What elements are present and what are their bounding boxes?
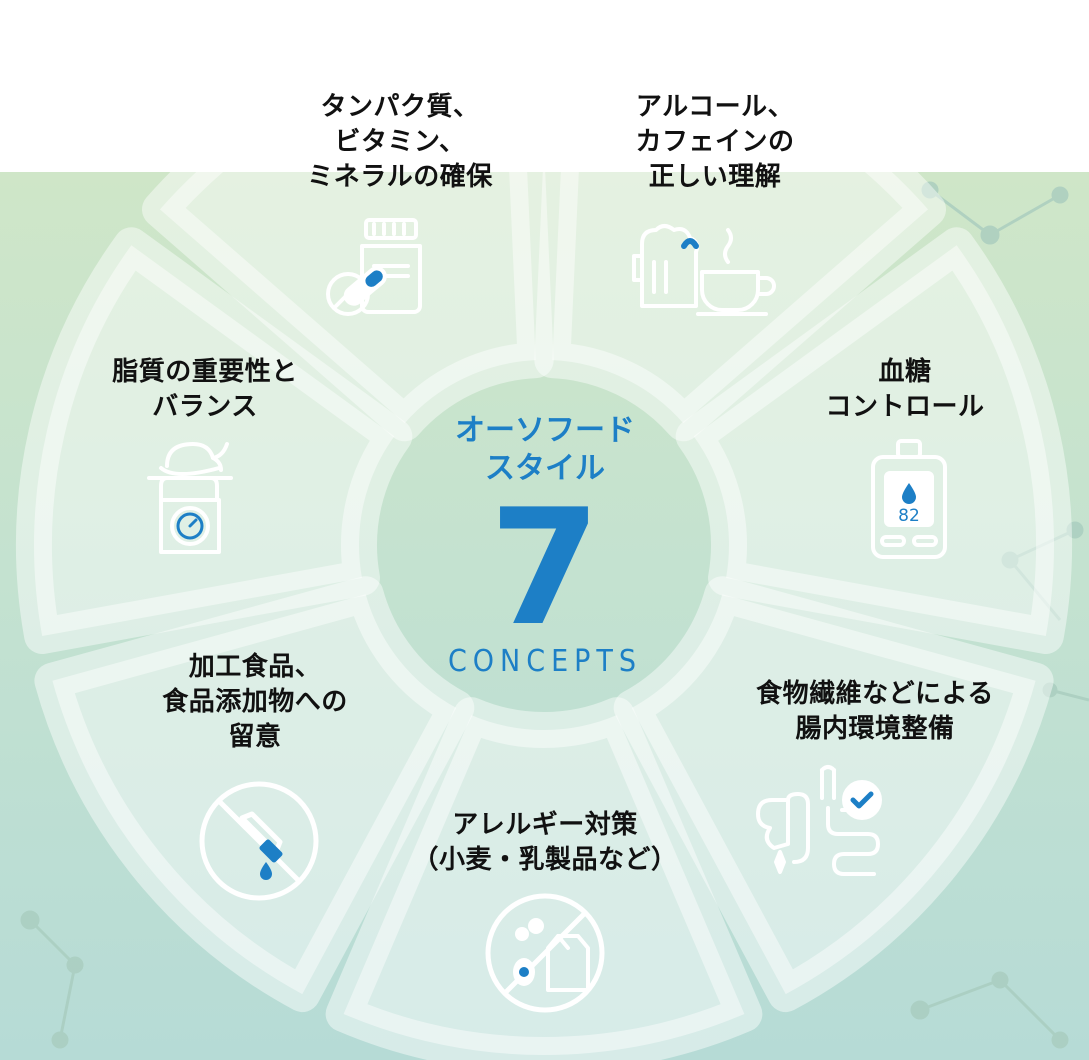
supplement-bottle-icon	[326, 218, 422, 316]
segment-label-fat: 脂質の重要性と バランス	[112, 357, 298, 422]
segment-label-allergy: アレルギー対策 （小麦・乳製品など）	[412, 810, 678, 875]
background-band	[0, 172, 1089, 1060]
segment-label-fiber: 食物繊維などによる 腸内環境整備	[756, 679, 994, 744]
segment-blood-sugar	[675, 227, 1072, 655]
segment-protein	[141, 17, 554, 442]
beer-coffee-icon	[632, 224, 776, 316]
molecule-decoration	[20, 181, 1089, 1049]
glucose-reading: 82	[898, 506, 920, 526]
center-subtitle: CONCEPTS	[447, 644, 643, 679]
glucose-meter-icon: 82	[871, 439, 947, 559]
segment-label-blood-sugar: 血糖 コントロール	[825, 357, 985, 422]
gut-health-icon	[756, 765, 882, 876]
segment-label-additives: 加工食品、 食品添加物への 留意	[162, 652, 348, 752]
segment-fat	[16, 227, 413, 655]
segment-group	[16, 17, 1072, 1060]
segment-additives	[34, 576, 475, 1013]
center-title: オーソフード スタイル	[455, 413, 635, 486]
segment-label-protein: タンパク質、 ビタミン、 ミネラルの確保	[307, 92, 493, 192]
segment-alcohol	[534, 17, 947, 442]
no-allergen-icon	[485, 893, 605, 1013]
segment-label-alcohol: アルコール、 カフェインの 正しい理解	[635, 92, 795, 192]
segment-allergy	[325, 697, 763, 1060]
center-number: 7	[489, 474, 601, 661]
no-additive-icon	[199, 781, 319, 901]
food-scale-icon	[147, 442, 233, 554]
